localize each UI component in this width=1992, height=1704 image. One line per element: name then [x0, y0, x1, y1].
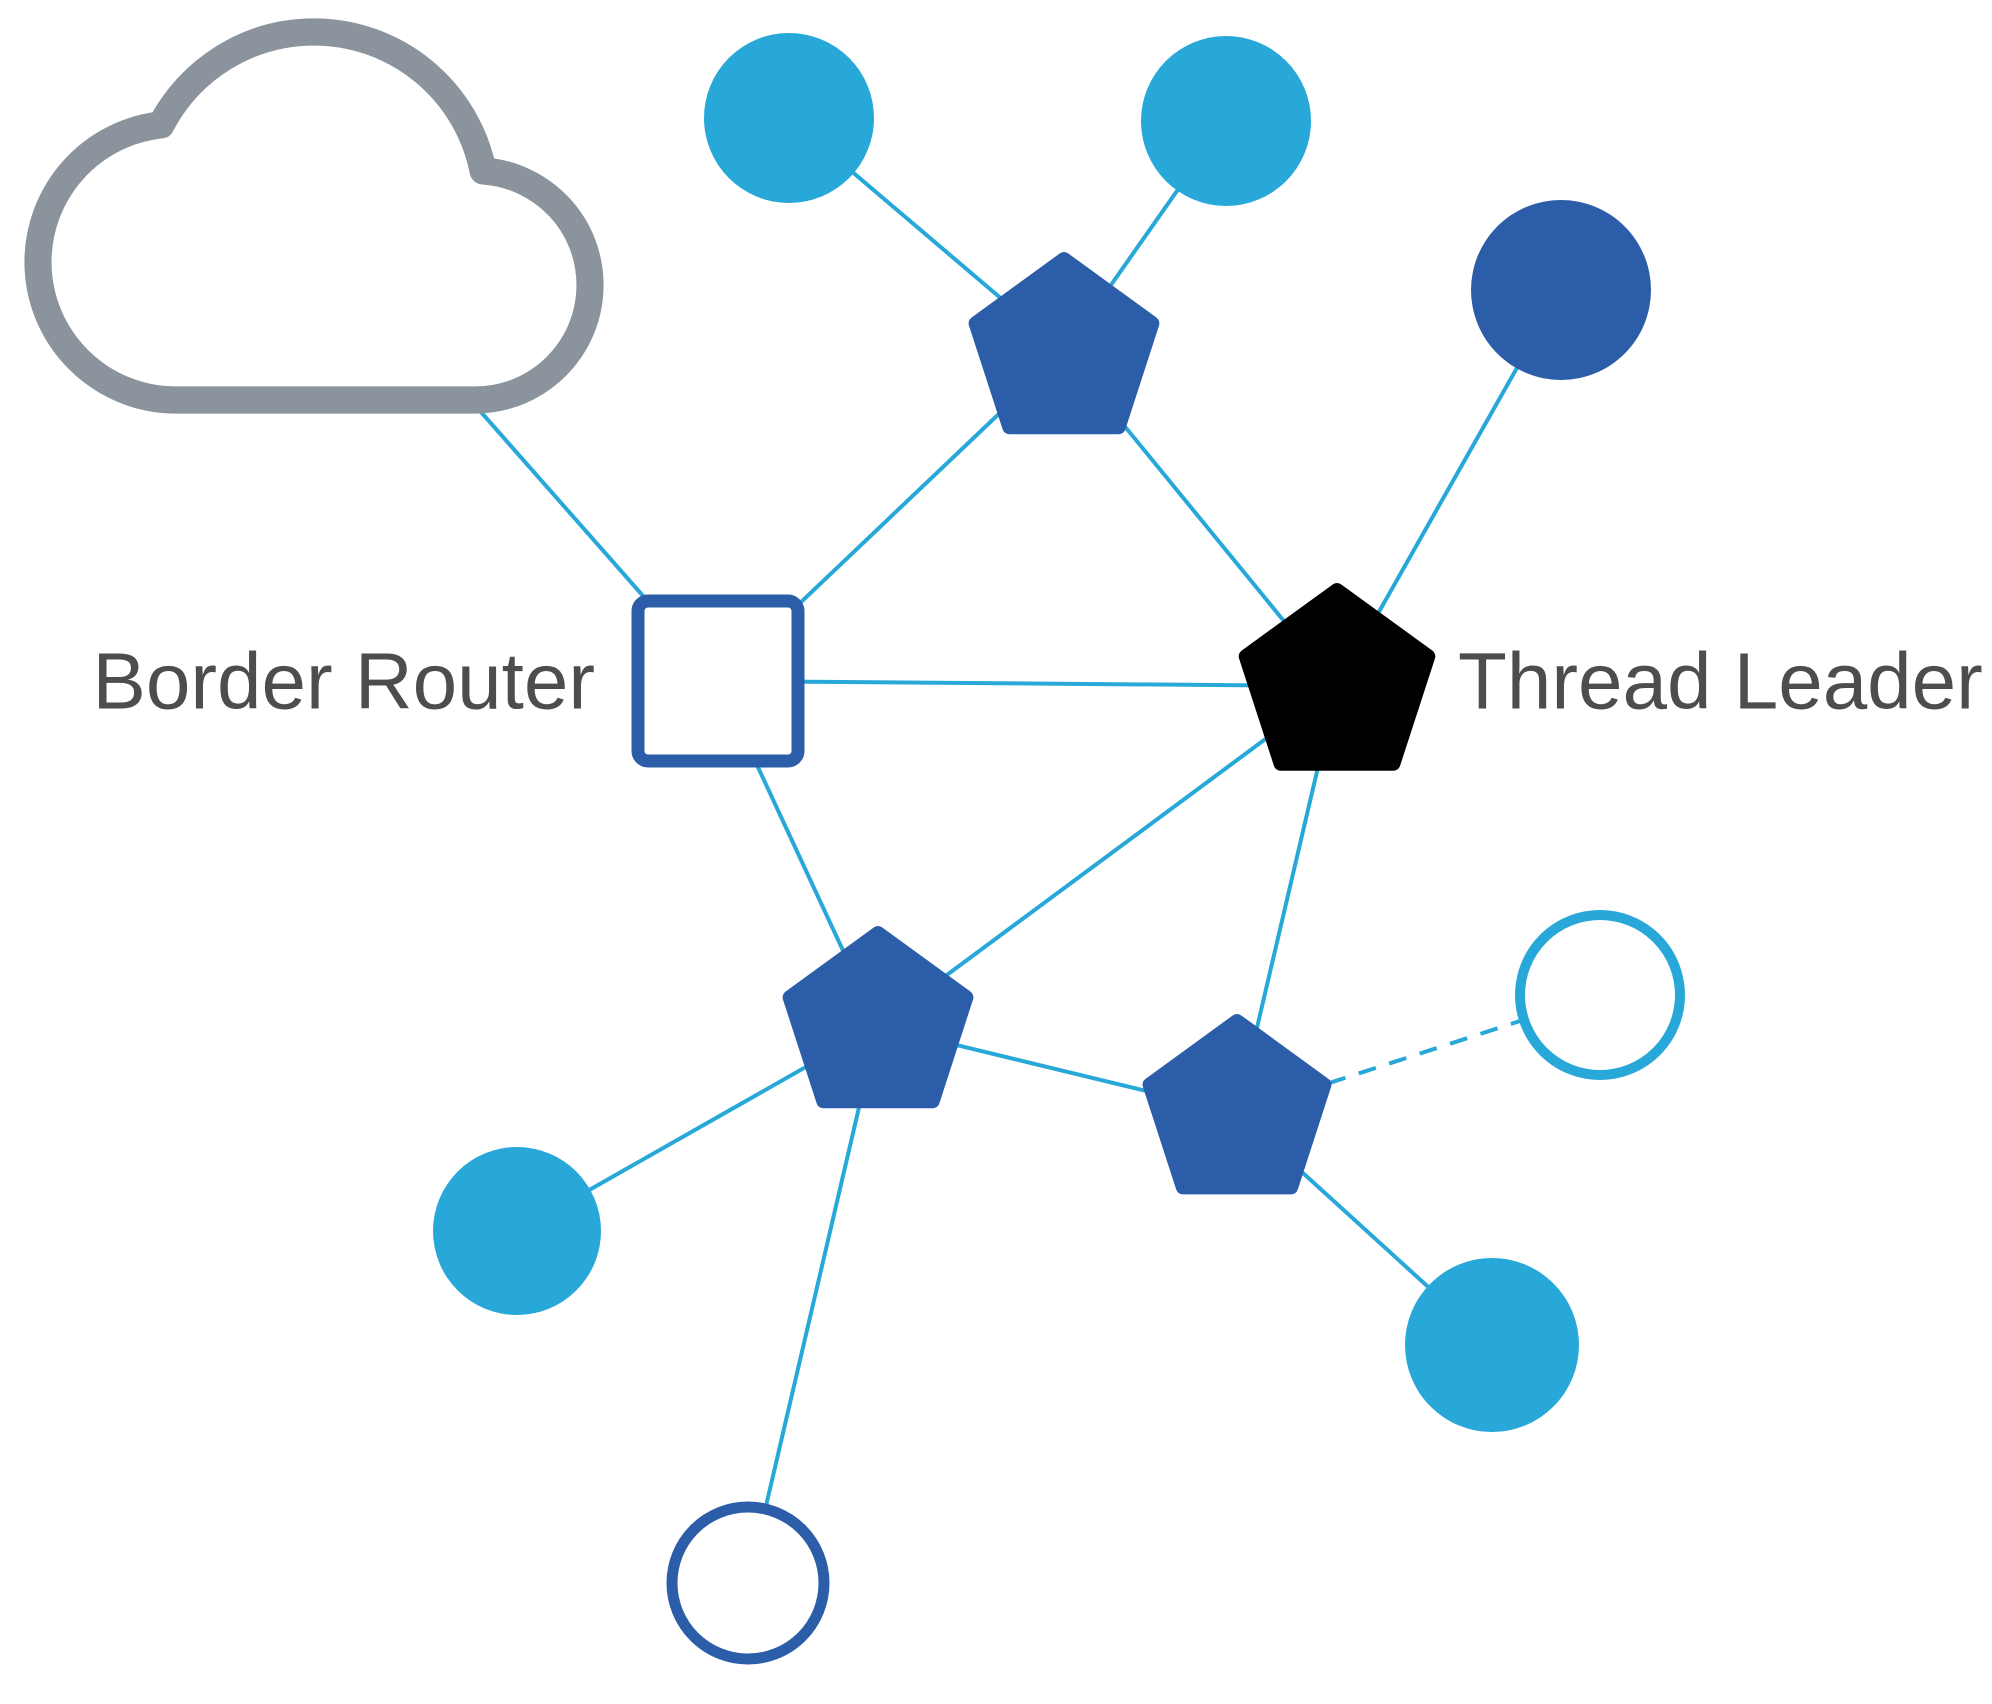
- router-node: [968, 252, 1160, 435]
- border-router-node: [631, 594, 805, 768]
- thread-leader-label: Thread Leader: [1458, 637, 1983, 726]
- sleepy-end-device-node: [1515, 910, 1685, 1080]
- border-router-label: Border Router: [93, 637, 595, 726]
- end-device-node: [1405, 1258, 1579, 1432]
- link-router-2-sleepy-2: [746, 1025, 880, 1584]
- end-device-node: [704, 33, 874, 203]
- end-device-node: [433, 1147, 601, 1315]
- router-eligible-end-device-node: [1471, 200, 1651, 380]
- label-layer: Border Router Thread Leader: [93, 637, 1983, 726]
- router-node: [1142, 1014, 1332, 1195]
- router-node: [782, 926, 974, 1109]
- node-layer: [24, 18, 1685, 1665]
- sleepy-end-device-node: [666, 1501, 830, 1665]
- thread-leader-node: [1238, 583, 1436, 771]
- link-leader-router-2: [876, 684, 1339, 1028]
- end-device-node: [1141, 36, 1311, 206]
- internet-cloud-icon: [24, 18, 604, 414]
- link-border-router-leader: [717, 679, 1338, 688]
